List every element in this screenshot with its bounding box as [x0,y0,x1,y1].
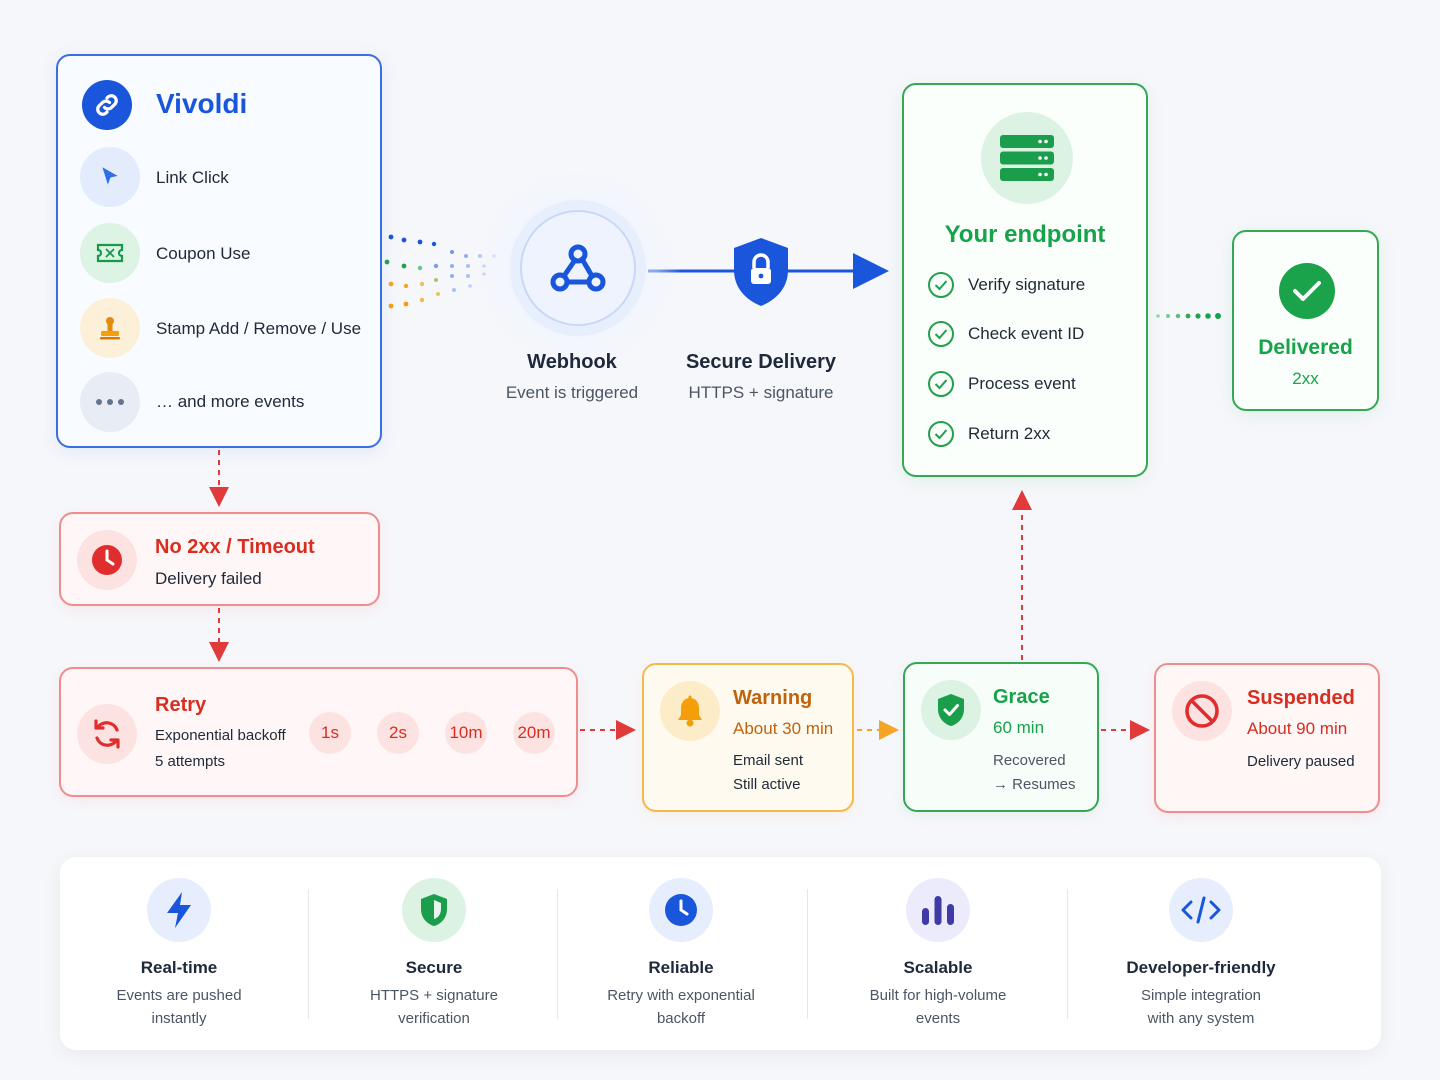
feature-title: Developer-friendly [1126,958,1276,977]
event-coupon-use: Coupon Use [156,244,251,263]
suspended-time: About 90 min [1247,719,1348,738]
suspended-line1: Delivery paused [1247,753,1355,770]
delivered-code: 2xx [1292,369,1319,388]
warning-time: About 30 min [733,719,834,738]
retry-interval-pill: 1s [309,712,351,754]
more-icon [80,372,140,432]
warning-title: Warning [733,687,813,709]
stamp-icon [80,298,140,358]
ticket-icon [80,223,140,283]
shield-icon [402,878,466,942]
events-card: Vivoldi Link Click Coupon Use Stamp Add … [56,54,382,448]
divider [1067,889,1068,1019]
suspended-title: Suspended [1247,687,1355,709]
block-icon [1172,681,1232,741]
delivered-connector [1156,313,1221,319]
warning-card: Warning About 30 min Email sent Still ac… [642,663,854,812]
retry-interval-pill: 2s [377,712,419,754]
event-more: … and more events [156,392,305,411]
grace-time: 60 min [993,718,1045,737]
timeout-card: No 2xx / Timeout Delivery failed [59,512,380,606]
feature-title: Scalable [903,958,973,977]
bar-chart-icon [906,878,970,942]
retry-title: Retry [155,694,207,716]
clock-icon [649,878,713,942]
step-label: Verify signature [968,275,1086,294]
webhook-icon [520,210,636,326]
code-icon [1169,878,1233,942]
grace-line2: → Resumes [993,776,1076,793]
check-icon [1279,263,1335,319]
step-label: Check event ID [968,324,1085,343]
lock-shield-icon [730,236,792,308]
grace-line1: Recovered [993,752,1066,769]
feature-title: Reliable [648,958,714,977]
shield-check-icon [921,680,981,740]
delivered-card: Delivered 2xx [1232,230,1379,411]
brand-name: Vivoldi [156,88,248,119]
webhook-subtitle: Event is triggered [505,383,639,402]
clock-icon [77,530,137,590]
grace-card: Grace 60 min Recovered → Resumes [903,662,1099,812]
endpoint-title: Your endpoint [944,221,1106,248]
suspended-card: Suspended About 90 min Delivery paused [1154,663,1380,813]
retry-attempts: 5 attempts [155,753,226,770]
warning-line1: Email sent [733,752,804,769]
retry-backoff: Exponential backoff [155,727,286,744]
check-circle-icon [928,272,954,298]
server-icon [981,112,1073,204]
step-check-event-id: Check event ID [928,320,1084,348]
step-process-event: Process event [928,370,1076,398]
step-label: Process event [968,374,1076,393]
check-circle-icon [928,371,954,397]
bell-icon [660,681,720,741]
retry-interval-pill: 20m [513,712,555,754]
warning-line2: Still active [733,776,801,793]
divider [807,889,808,1019]
timeout-subtitle: Delivery failed [155,569,262,588]
divider [557,889,558,1019]
secure-delivery-subtitle: HTTPS + signature [688,383,834,402]
refresh-icon [77,704,137,764]
check-circle-icon [928,421,954,447]
event-stamp: Stamp Add / Remove / Use [156,319,362,338]
cursor-icon [80,147,140,207]
timeout-title: No 2xx / Timeout [155,536,315,558]
delivered-title: Delivered [1258,336,1353,359]
event-link-click: Link Click [156,168,229,187]
grace-title: Grace [993,686,1050,708]
feature-title: Real-time [140,958,218,977]
secure-delivery-title: Secure Delivery [685,351,837,373]
feature-title: Secure [405,958,463,977]
step-label: Return 2xx [968,424,1051,443]
webhook-title: Webhook [527,351,617,373]
check-circle-icon [928,321,954,347]
endpoint-card: Your endpoint Verify signature Check eve… [902,83,1148,477]
link-icon [82,80,132,130]
divider [308,889,309,1019]
retry-card: Retry Exponential backoff 5 attempts 1s … [59,667,578,797]
step-verify-signature: Verify signature [928,271,1085,299]
lightning-icon [147,878,211,942]
retry-interval-pill: 10m [445,712,487,754]
step-return-2xx: Return 2xx [928,420,1050,448]
